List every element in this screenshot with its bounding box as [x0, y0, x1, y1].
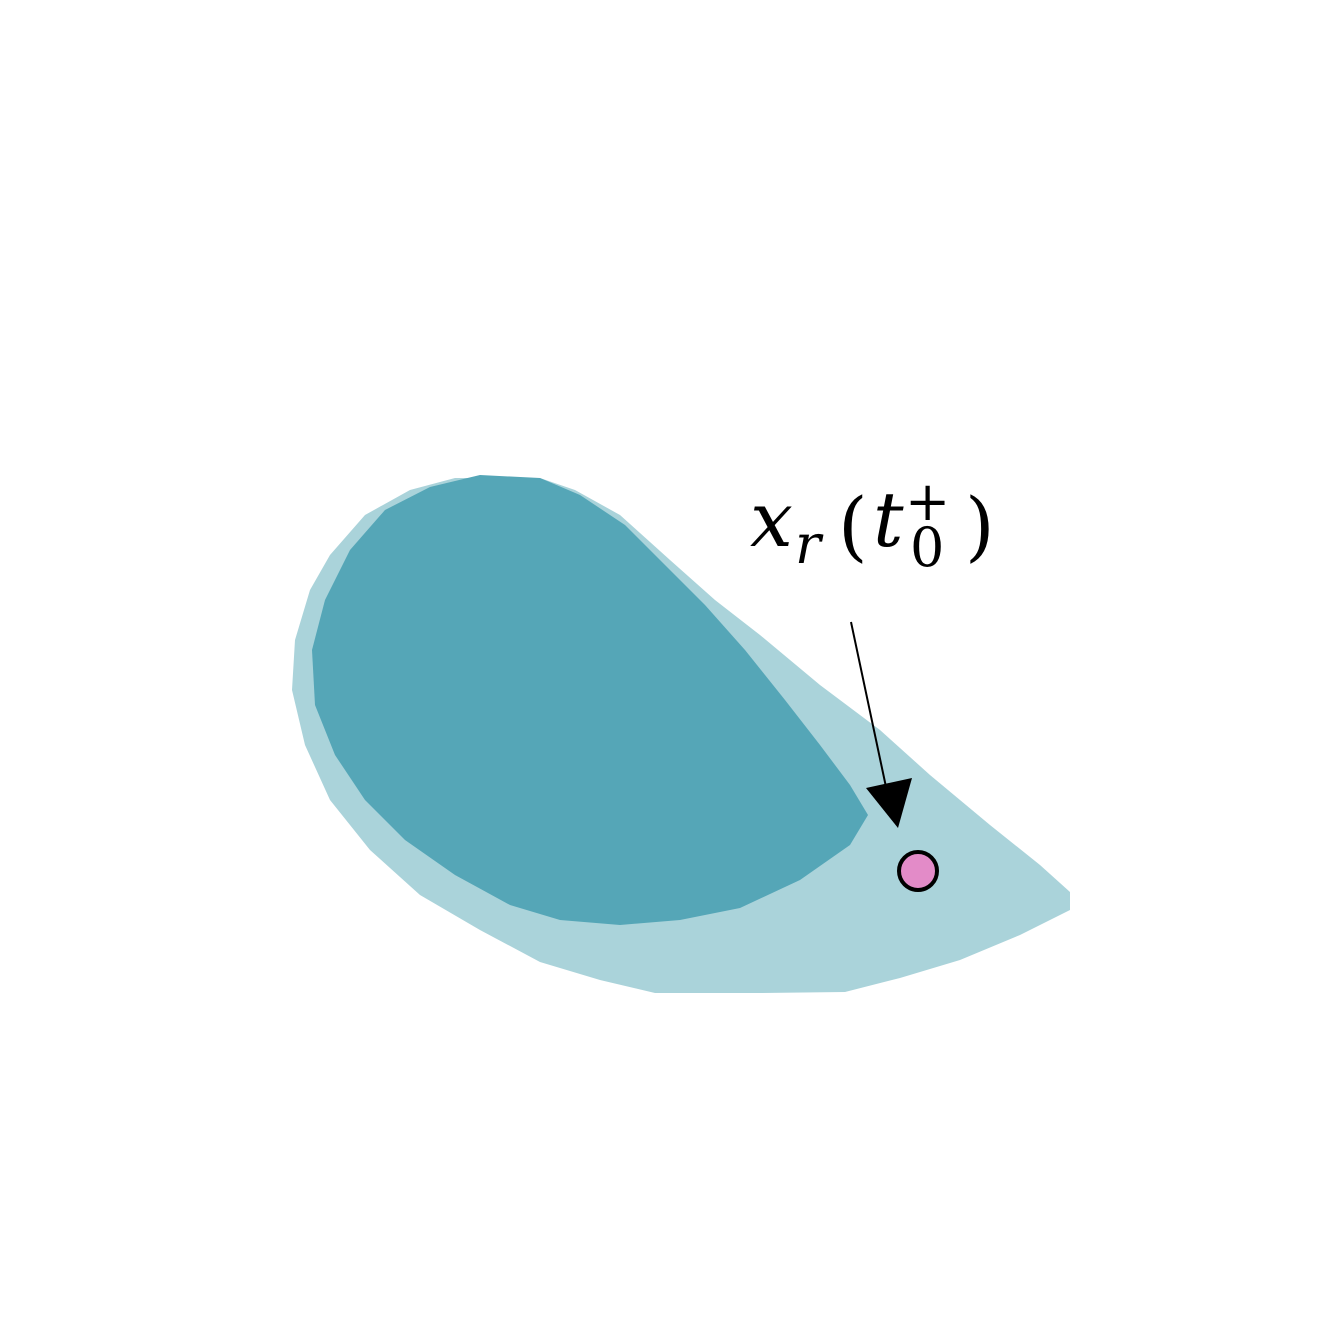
- arrow-head: [866, 778, 912, 828]
- inner-reachable-region: [312, 475, 868, 925]
- state-point: [897, 850, 939, 892]
- label-close-paren: ): [965, 481, 995, 570]
- state-label: x r ( t + 0 ): [750, 470, 995, 579]
- label-base-subscript: r: [795, 513, 824, 576]
- label-var: t: [873, 475, 904, 564]
- label-var-superscript: +: [905, 470, 950, 533]
- label-var-subscript: 0: [910, 516, 944, 579]
- label-base: x: [750, 475, 793, 564]
- label-open-paren: (: [838, 481, 868, 570]
